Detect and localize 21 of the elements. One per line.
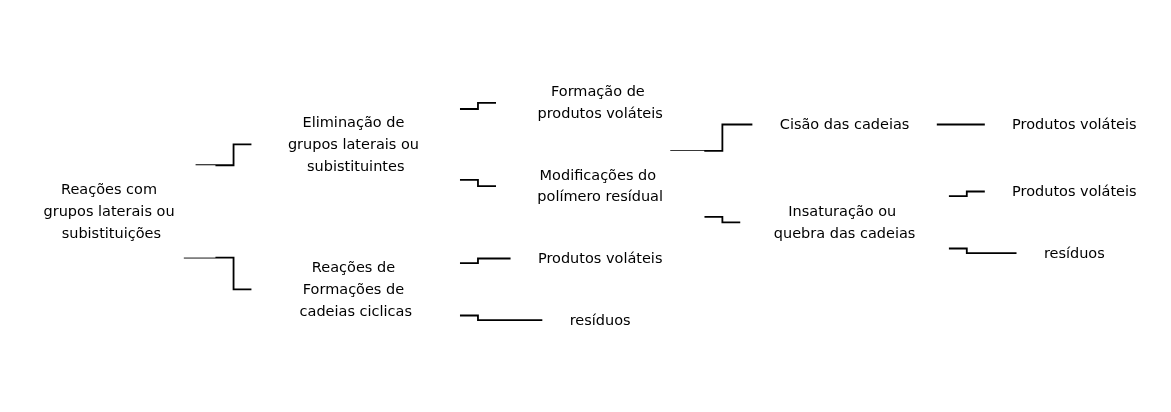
node-text: Eliminação de grupos laterais ou subistituintes <box>287 113 419 175</box>
node-text: Insaturação ou quebra das cadeias <box>773 202 916 242</box>
node-text: Produtos voláteis <box>1012 182 1137 200</box>
node-text: resíduos <box>1043 244 1105 262</box>
node-text: Reações de Formações de cadeias ciclicas <box>299 258 412 320</box>
connector <box>194 143 253 167</box>
connector <box>947 247 1018 254</box>
connector <box>182 256 253 291</box>
connector <box>458 314 544 321</box>
connector <box>458 179 497 187</box>
connector <box>935 123 986 126</box>
node-text: Modificações do polímero resídual <box>537 166 663 206</box>
connector <box>458 101 497 110</box>
node-text: Produtos voláteis <box>1012 115 1137 133</box>
connector <box>703 216 742 224</box>
node-text: Produtos voláteis <box>537 249 663 267</box>
node-text: resíduos <box>569 311 631 329</box>
connector <box>947 190 986 197</box>
node-text: Cisão das cadeias <box>779 115 910 133</box>
connector <box>458 257 512 264</box>
node-text: Formação de produtos voláteis <box>537 82 663 122</box>
